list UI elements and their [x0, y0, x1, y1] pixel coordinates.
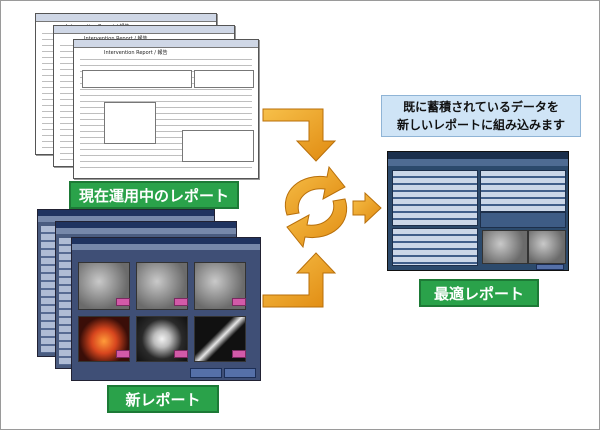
- current-report-window-title: Intervention Report / 報告: [102, 49, 170, 56]
- refresh-cycle-icon: [284, 165, 348, 249]
- explanation-callout: 既に蓄積されているデータを 新しいレポートに組み込みます: [381, 95, 581, 137]
- bent-arrow-icon: [262, 252, 337, 308]
- window-menubar: [38, 216, 214, 222]
- patient-data-panel: [392, 170, 478, 226]
- angiography-image: [482, 230, 528, 264]
- optimal-report-label-text: 最適レポート: [433, 284, 524, 303]
- window-titlebar: [54, 26, 234, 34]
- ct-cross-section-image: [136, 316, 188, 362]
- window-titlebar: [388, 152, 568, 159]
- image-tag: [174, 298, 188, 306]
- bent-arrow-icon: [262, 108, 337, 162]
- findings-panel: [480, 170, 566, 212]
- right-arrow-icon: [352, 191, 382, 225]
- window-button: [224, 368, 256, 378]
- new-report-window-front: [71, 237, 261, 381]
- image-tag: [232, 298, 246, 306]
- image-tag: [116, 298, 130, 306]
- window-titlebar: [72, 238, 260, 244]
- window-button: [536, 264, 564, 270]
- report-text-field: [182, 130, 254, 162]
- callout-line-2: 新しいレポートに組み込みます: [396, 118, 565, 132]
- window-titlebar: [56, 222, 236, 228]
- new-report-label-text: 新レポート: [125, 390, 201, 409]
- current-report-label-text: 現在運用中のレポート: [78, 186, 229, 205]
- measurement-table: [392, 228, 478, 266]
- window-button: [190, 368, 222, 378]
- window-titlebar: [74, 40, 258, 48]
- report-text-field: [82, 70, 192, 88]
- current-report-window-front: Intervention Report / 報告: [73, 39, 259, 179]
- report-text-field: [194, 70, 254, 88]
- window-menubar: [388, 159, 568, 166]
- new-report-label: 新レポート: [107, 385, 219, 413]
- image-tag: [174, 350, 188, 358]
- optimal-report-window: [387, 151, 569, 271]
- window-menubar: [56, 228, 236, 234]
- callout-line-1: 既に蓄積されているデータを: [403, 100, 559, 114]
- window-titlebar: [38, 210, 214, 216]
- image-tag: [232, 350, 246, 358]
- angiography-image: [528, 230, 566, 264]
- window-titlebar: [36, 14, 216, 22]
- image-tag: [116, 350, 130, 358]
- summary-panel: [480, 212, 566, 228]
- report-text-field: [104, 102, 156, 144]
- window-menubar: [72, 244, 260, 250]
- current-report-label: 現在運用中のレポート: [69, 181, 239, 209]
- angiography-image: [78, 262, 130, 310]
- optimal-report-label: 最適レポート: [419, 279, 539, 307]
